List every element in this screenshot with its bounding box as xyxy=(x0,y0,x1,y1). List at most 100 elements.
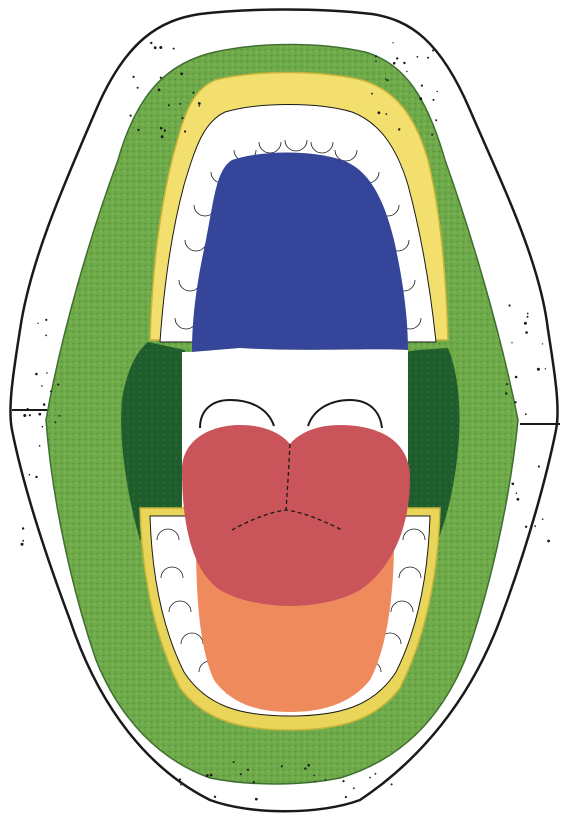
stipple-dot xyxy=(29,414,31,416)
stipple-dot xyxy=(342,780,344,782)
stipple-dot xyxy=(23,414,26,417)
stipple-dot xyxy=(181,117,183,119)
stipple-dot xyxy=(150,42,152,44)
stipple-dot xyxy=(281,765,283,767)
stipple-dot xyxy=(46,372,48,374)
stipple-dot xyxy=(371,93,373,95)
stipple-dot xyxy=(505,392,507,394)
stipple-dot xyxy=(534,525,536,527)
stipple-dot xyxy=(255,798,258,801)
stipple-dot xyxy=(27,408,29,410)
stipple-dot xyxy=(512,483,515,486)
stipple-dot xyxy=(524,322,527,325)
stipple-dot xyxy=(345,796,347,798)
stipple-dot xyxy=(59,415,61,417)
stipple-dot xyxy=(21,543,24,546)
stipple-dot xyxy=(240,773,242,775)
stipple-dot xyxy=(308,764,311,767)
stipple-dot xyxy=(135,46,137,48)
stipple-dot xyxy=(537,368,540,371)
stipple-dot xyxy=(43,403,46,406)
stipple-dot xyxy=(417,56,419,58)
stipple-dot xyxy=(158,89,161,92)
stipple-dot xyxy=(391,783,393,785)
stipple-dot xyxy=(22,527,24,529)
stipple-dot xyxy=(517,498,520,501)
stipple-dot xyxy=(130,115,132,117)
stipple-dot xyxy=(164,129,166,131)
stipple-dot xyxy=(206,774,209,777)
stipple-dot xyxy=(433,99,435,101)
stipple-dot xyxy=(511,342,512,343)
stipple-dot xyxy=(214,796,216,798)
stipple-dot xyxy=(385,78,386,79)
stipple-dot xyxy=(421,85,423,87)
stipple-dot xyxy=(247,769,249,771)
stipple-dot xyxy=(179,103,181,105)
stipple-dot xyxy=(385,113,387,115)
stipple-dot xyxy=(369,777,371,779)
stipple-dot xyxy=(22,540,24,542)
stipple-dot xyxy=(547,540,550,543)
stipple-dot xyxy=(392,42,393,43)
stipple-dot xyxy=(253,781,255,783)
stipple-dot xyxy=(180,72,183,75)
stipple-dot xyxy=(386,79,388,81)
stipple-dot xyxy=(538,465,540,467)
stipple-dot xyxy=(160,77,162,79)
stipple-dot xyxy=(45,319,47,321)
stipple-dot xyxy=(398,128,400,130)
stipple-dot xyxy=(514,401,516,403)
stipple-dot xyxy=(378,111,381,114)
stipple-dot xyxy=(525,413,527,415)
stipple-dot xyxy=(516,492,518,494)
stipple-dot xyxy=(180,784,182,786)
stipple-dot xyxy=(154,46,157,49)
stipple-dot xyxy=(304,767,306,769)
stipple-dot xyxy=(57,383,59,385)
stipple-dot xyxy=(353,787,355,789)
stipple-dot xyxy=(41,385,43,387)
stipple-dot xyxy=(199,105,201,107)
stipple-dot xyxy=(406,71,407,72)
stipple-dot xyxy=(168,104,170,106)
stipple-dot xyxy=(29,474,31,476)
stipple-dot xyxy=(545,368,546,369)
stipple-dot xyxy=(403,62,405,64)
stipple-dot xyxy=(419,97,422,100)
stipple-dot xyxy=(525,526,527,528)
stipple-dot xyxy=(396,57,398,59)
stipple-dot xyxy=(431,134,433,136)
stipple-dot xyxy=(35,373,38,376)
stipple-dot xyxy=(173,48,175,50)
stipple-dot xyxy=(161,135,164,138)
stipple-dot xyxy=(437,91,438,92)
stipple-dot xyxy=(159,46,162,49)
stipple-dot xyxy=(160,127,163,130)
stipple-dot xyxy=(375,55,377,57)
stipple-dot xyxy=(137,87,139,89)
stipple-dot xyxy=(233,761,235,763)
stipple-dot xyxy=(198,102,201,105)
stipple-dot xyxy=(137,129,139,131)
stipple-dot xyxy=(35,476,37,478)
stipple-dot xyxy=(527,313,529,315)
stipple-dot xyxy=(184,130,186,132)
stipple-dot xyxy=(375,773,377,775)
stipple-dot xyxy=(509,304,511,306)
stipple-dot xyxy=(210,774,213,777)
stipple-dot xyxy=(192,92,194,94)
stipple-dot xyxy=(435,119,437,121)
stipple-dot xyxy=(50,390,52,392)
stipple-dot xyxy=(133,76,135,78)
stipple-dot xyxy=(542,343,543,344)
stipple-dot xyxy=(432,50,434,52)
stipple-dot xyxy=(45,335,47,337)
stipple-dot xyxy=(325,779,327,781)
stipple-dot xyxy=(37,323,38,324)
stipple-dot xyxy=(527,316,529,318)
stipple-dot xyxy=(506,383,508,385)
stipple-dot xyxy=(427,57,429,59)
